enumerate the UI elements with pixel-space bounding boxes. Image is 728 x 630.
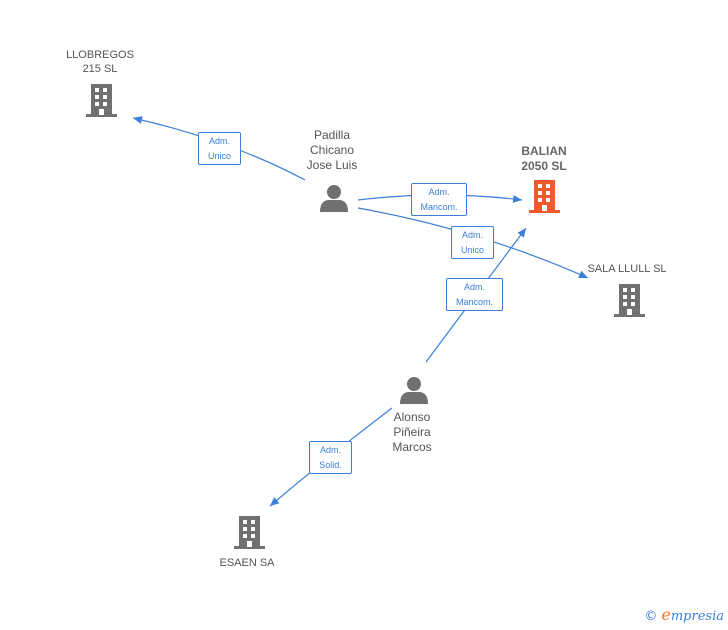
building-icon-llobregos — [86, 84, 117, 117]
relation-type: Mancom. — [420, 202, 458, 212]
relation-type: Unico — [207, 151, 231, 161]
building-icon-sala-llull — [614, 284, 645, 317]
empresia-logo[interactable]: ©empresia — [644, 605, 724, 624]
relation-role: Adm. — [461, 230, 483, 240]
person-icon-padilla — [320, 185, 348, 212]
building-icon-esaen — [234, 516, 265, 549]
company-label-balian[interactable]: BALIAN 2050 SL — [521, 144, 567, 173]
copyright-icon: © — [644, 609, 658, 624]
relation-box-padilla-sala[interactable]: Adm. Unico — [451, 226, 494, 259]
relation-box-alonso-balian[interactable]: Adm. Mancom. — [446, 278, 503, 311]
building-icon-balian — [529, 180, 560, 213]
brand-name: mpresia — [670, 609, 724, 624]
brand-initial: e — [661, 605, 671, 624]
relation-role: Adm. — [463, 282, 485, 292]
relation-box-alonso-esaen[interactable]: Adm. Solid. — [309, 441, 352, 474]
relation-role: Adm. — [208, 136, 230, 146]
person-icon-alonso — [400, 377, 428, 404]
company-label-llobregos[interactable]: LLOBREGOS 215 SL — [66, 49, 134, 75]
relation-type: Unico — [460, 245, 484, 255]
relation-type: Mancom. — [455, 297, 493, 307]
relation-type: Solid. — [319, 460, 342, 470]
relation-role: Adm. — [428, 187, 450, 197]
person-label-padilla[interactable]: Padilla Chicano Jose Luis — [306, 128, 358, 172]
person-label-alonso[interactable]: Alonso Piñeira Marcos — [392, 410, 432, 454]
relation-role: Adm. — [319, 445, 341, 455]
company-label-esaen[interactable]: ESAEN SA — [219, 557, 275, 569]
relation-box-padilla-balian[interactable]: Adm. Mancom. — [411, 183, 467, 216]
relation-box-padilla-llobregos[interactable]: Adm. Unico — [198, 132, 241, 165]
company-label-sala-llull[interactable]: SALA LLULL SL — [587, 263, 667, 275]
